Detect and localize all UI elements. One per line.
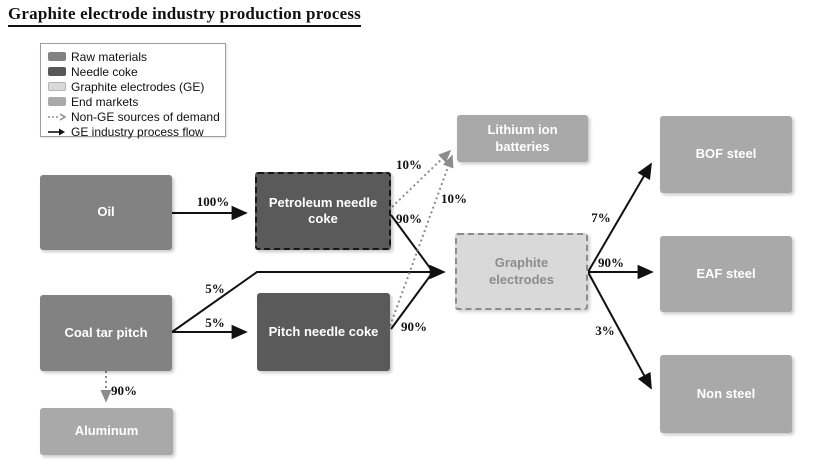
legend-label: Non-GE sources of demand bbox=[71, 109, 220, 124]
legend-item-non-ge-demand: Non-GE sources of demand bbox=[48, 109, 225, 124]
flow-label-graphite-to-non-steel: 3% bbox=[595, 323, 615, 338]
flow-label-coal-tar-pitch-to-aluminum: 90% bbox=[111, 383, 137, 398]
flow-label-pitch-coke-to-graphite: 90% bbox=[401, 319, 427, 334]
node-oil: Oil bbox=[40, 175, 172, 250]
node-pitch-needle-coke: Pitch needle coke bbox=[257, 293, 390, 371]
arrow-pitch-coke-to-lithium bbox=[389, 154, 454, 327]
diagram-title: Graphite electrode industry production p… bbox=[8, 4, 361, 27]
legend-item-graphite-electrodes: Graphite electrodes (GE) bbox=[48, 79, 225, 94]
legend-label: Graphite electrodes (GE) bbox=[71, 79, 205, 94]
flow-label-petroleum-coke-to-graphite: 90% bbox=[396, 211, 422, 226]
dashed-arrow-icon bbox=[48, 112, 66, 121]
flow-label-graphite-to-eaf-steel: 90% bbox=[598, 255, 624, 270]
node-eaf-steel: EAF steel bbox=[660, 236, 792, 312]
legend-label: Needle coke bbox=[71, 64, 138, 79]
node-lithium-ion-batteries: Lithium ion batteries bbox=[457, 115, 588, 162]
graphite-electrodes-swatch bbox=[48, 82, 66, 91]
flow-label-graphite-to-bof-steel: 7% bbox=[591, 210, 611, 225]
needle-coke-swatch bbox=[48, 67, 66, 76]
node-coal-tar-pitch: Coal tar pitch bbox=[40, 295, 172, 371]
flow-label-oil-to-petroleum-coke: 100% bbox=[196, 194, 230, 209]
legend-label: End markets bbox=[71, 94, 139, 109]
raw-materials-swatch bbox=[48, 52, 66, 61]
end-markets-swatch bbox=[48, 97, 66, 106]
node-non-steel: Non steel bbox=[660, 355, 792, 433]
legend-label: GE industry process flow bbox=[71, 124, 204, 139]
flow-label-pitch-coke-to-lithium: 10% bbox=[441, 191, 467, 206]
legend-item-needle-coke: Needle coke bbox=[48, 64, 225, 79]
flow-label-coal-tar-pitch-to-pitch-coke: 5% bbox=[205, 315, 225, 330]
node-bof-steel: BOF steel bbox=[660, 116, 792, 193]
node-petroleum-needle-coke: Petroleum needle coke bbox=[255, 172, 391, 250]
legend-item-ge-process-flow: GE industry process flow bbox=[48, 124, 225, 139]
legend-label: Raw materials bbox=[71, 49, 148, 64]
legend-item-raw-materials: Raw materials bbox=[48, 49, 225, 64]
solid-arrow-icon bbox=[48, 128, 65, 135]
node-aluminum: Aluminum bbox=[40, 408, 173, 455]
legend-item-end-markets: End markets bbox=[48, 94, 225, 109]
node-graphite-electrodes: Graphite electrodes bbox=[455, 233, 588, 310]
flow-label-coal-tar-pitch-to-graphite: 5% bbox=[205, 281, 225, 296]
flow-label-petroleum-coke-to-lithium: 10% bbox=[396, 157, 422, 172]
legend-box: Raw materials Needle coke Graphite elect… bbox=[40, 43, 226, 139]
